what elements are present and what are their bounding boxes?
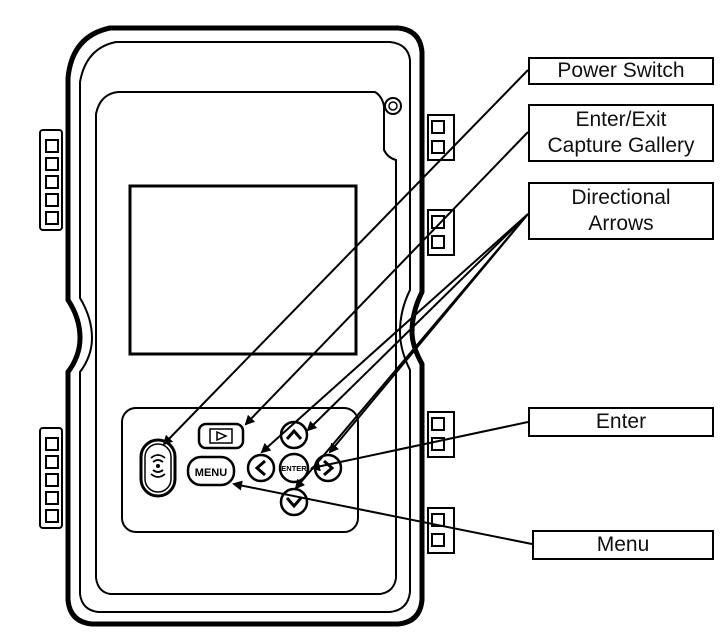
label-power-switch: Power Switch bbox=[528, 57, 714, 85]
label-enter: Enter bbox=[528, 407, 714, 437]
leader-menu bbox=[232, 480, 533, 545]
leader-arrow-down bbox=[294, 213, 529, 490]
leader-lines bbox=[162, 69, 533, 545]
menu-button-label: MENU bbox=[195, 467, 227, 479]
front-panel bbox=[95, 91, 397, 595]
dpad-right[interactable] bbox=[313, 453, 343, 483]
play-icon bbox=[216, 430, 228, 442]
leader-arrow-left bbox=[260, 213, 529, 454]
camera-body-inner bbox=[79, 41, 411, 613]
label-menu: Menu bbox=[532, 530, 714, 560]
chevron-up-icon bbox=[285, 428, 303, 440]
right-hinges bbox=[427, 114, 455, 554]
leader-arrow-up bbox=[306, 213, 529, 432]
leader-power-switch bbox=[162, 69, 529, 446]
lcd-screen bbox=[128, 184, 358, 356]
screw bbox=[384, 97, 402, 115]
dpad-down[interactable] bbox=[279, 487, 309, 517]
chevron-down-icon bbox=[285, 497, 303, 509]
leader-enter bbox=[310, 421, 529, 472]
leader-gallery bbox=[244, 131, 529, 426]
dpad-left[interactable] bbox=[246, 453, 276, 483]
label-directional-arrows: Directional Arrows bbox=[528, 182, 714, 240]
dpad-enter[interactable]: ENTER bbox=[278, 452, 310, 484]
left-clip-bottom bbox=[39, 427, 63, 529]
chevron-left-icon bbox=[254, 459, 266, 477]
signal-icon bbox=[150, 454, 166, 463]
enter-button-label: ENTER bbox=[281, 464, 307, 473]
dpad-up[interactable] bbox=[279, 420, 309, 450]
menu-button[interactable]: MENU bbox=[186, 455, 236, 487]
power-switch[interactable] bbox=[139, 438, 177, 498]
chevron-right-icon bbox=[323, 459, 335, 477]
gallery-button[interactable] bbox=[197, 422, 245, 450]
label-enter-exit-gallery: Enter/Exit Capture Gallery bbox=[528, 104, 714, 162]
camera-body-outer bbox=[65, 25, 425, 627]
left-clip-top bbox=[39, 129, 63, 231]
